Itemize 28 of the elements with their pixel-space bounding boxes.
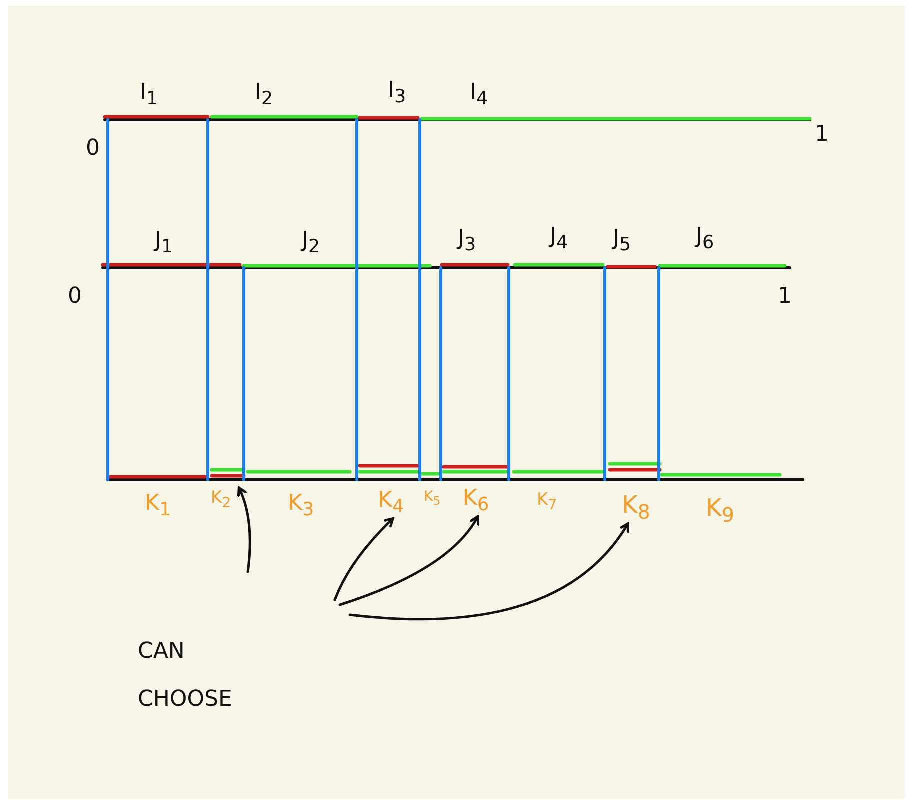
axis-end-label: 1 xyxy=(815,124,829,146)
segment-label: K$_{9}$ xyxy=(706,496,734,525)
arrow xyxy=(338,515,480,606)
segment-label: K$_{7}$ xyxy=(537,492,558,513)
interval-label: J$_{2}$ xyxy=(302,230,320,257)
segment-label: K$_{8}$ xyxy=(622,493,650,522)
interval-label: J$_{6}$ xyxy=(696,226,714,253)
axis-end-label: 0 xyxy=(86,138,100,160)
interval-label: J$_{5}$ xyxy=(613,228,632,255)
arrow xyxy=(334,517,394,602)
arrow xyxy=(348,522,630,621)
axis-end-label: 0 xyxy=(68,286,82,308)
interval-label: I$_{2}$ xyxy=(255,82,274,109)
segment-label: K$_{5}$ xyxy=(424,490,441,508)
segment-label: K$_{6}$ xyxy=(463,488,490,515)
interval-label: J$_{3}$ xyxy=(458,228,476,255)
interval-label: J$_{4}$ xyxy=(550,226,568,253)
interval-label: I$_{4}$ xyxy=(470,82,488,109)
interval-label: I$_{1}$ xyxy=(140,82,158,109)
segment-label: K$_{1}$ xyxy=(145,493,172,520)
segment-label: K$_{4}$ xyxy=(378,490,404,517)
segment-label: K$_{2}$ xyxy=(211,490,232,511)
axis-end-label: 1 xyxy=(778,286,792,308)
arrow xyxy=(237,486,252,574)
note-text: CAN CHOOSE xyxy=(138,638,234,714)
interval-label: J$_{1}$ xyxy=(155,230,174,257)
segment-label: K$_{3}$ xyxy=(288,493,314,520)
interval-label: I$_{3}$ xyxy=(388,80,406,107)
